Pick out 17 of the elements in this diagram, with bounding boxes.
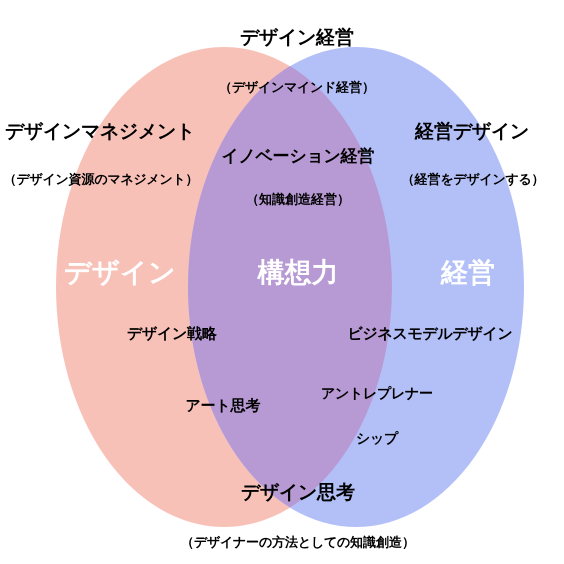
note-label: （デザイン資源のマネジメント） [4, 174, 198, 186]
circle-title: 経営 [441, 260, 495, 286]
heading-label: デザイン思考 [241, 484, 355, 502]
circle-title: デザイン [64, 260, 176, 286]
note-label: （デザインマインド経営） [219, 82, 375, 94]
heading-label: デザイン経営 [240, 28, 354, 48]
note-label: （経営をデザインする） [402, 174, 544, 186]
term-label: アート思考 [186, 398, 260, 414]
heading-label: イノベーション経営 [222, 148, 374, 166]
term-label: ビジネスモデルデザイン [348, 326, 512, 342]
term-label: アントレプレナーシップ [320, 385, 434, 449]
note-label: （デザイナーの方法としての知識創造） [181, 536, 415, 550]
note-label: （知識創造経営） [246, 194, 350, 206]
heading-label: デザインマネジメント [5, 122, 195, 142]
term-label: デザイン戦略 [127, 326, 217, 342]
circle-title: 構想力 [258, 259, 338, 286]
heading-label: 経営デザイン [415, 122, 529, 142]
